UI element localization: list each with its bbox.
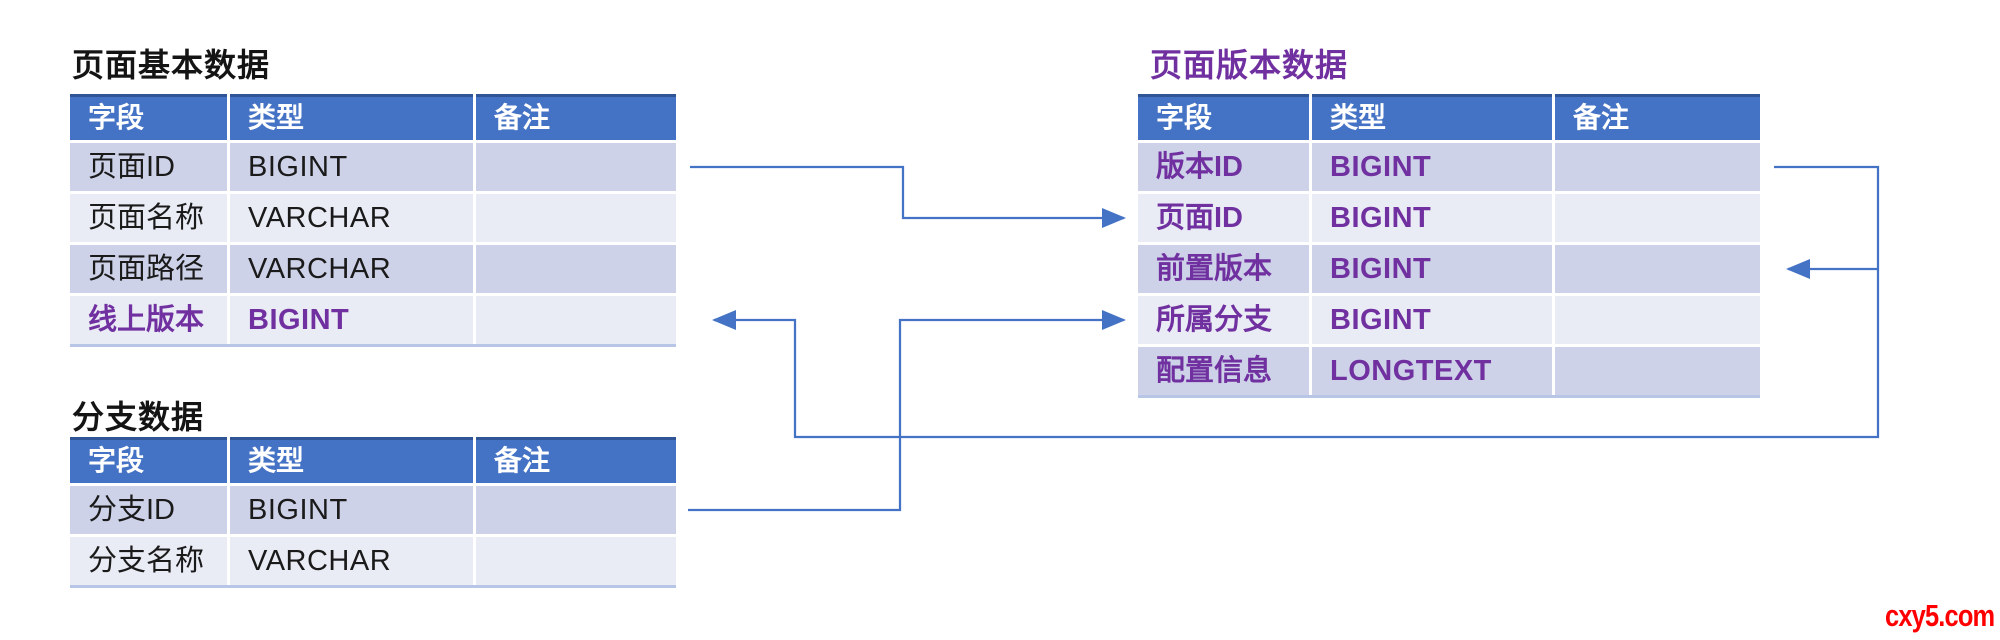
- table-title-page-basic: 页面基本数据: [72, 47, 271, 83]
- note-cell: [476, 194, 676, 242]
- note-cell: [476, 296, 676, 344]
- note-cell: [1555, 296, 1760, 344]
- field-cell: 页面ID: [1138, 194, 1309, 242]
- connector-pageid-to-version-pageid: [690, 165, 1126, 228]
- field-cell: 页面ID: [70, 143, 227, 191]
- note-cell: [476, 537, 676, 585]
- type-cell: BIGINT: [1312, 296, 1552, 344]
- table-header-row: 字段 类型 备注: [70, 437, 676, 483]
- column-header-type: 类型: [1312, 94, 1552, 140]
- table-title-branch: 分支数据: [72, 399, 205, 435]
- column-header-note: 备注: [1555, 94, 1760, 140]
- field-cell: 页面名称: [70, 194, 227, 242]
- note-cell: [476, 245, 676, 293]
- field-cell: 版本ID: [1138, 143, 1309, 191]
- column-header-note: 备注: [476, 437, 676, 483]
- table-header-row: 字段 类型 备注: [70, 94, 676, 140]
- table-row-highlighted: 页面ID BIGINT: [1138, 194, 1760, 242]
- table-row-highlighted: 版本ID BIGINT: [1138, 143, 1760, 191]
- field-cell: 分支ID: [70, 486, 227, 534]
- type-cell: BIGINT: [1312, 143, 1552, 191]
- type-cell: BIGINT: [1312, 245, 1552, 293]
- column-header-field: 字段: [70, 437, 227, 483]
- type-cell: BIGINT: [230, 143, 473, 191]
- note-cell: [476, 486, 676, 534]
- column-header-note: 备注: [476, 94, 676, 140]
- note-cell: [1555, 245, 1760, 293]
- table-row-highlighted: 线上版本 BIGINT: [70, 296, 676, 344]
- table-branch: 字段 类型 备注 分支ID BIGINT 分支名称 VARCHAR: [70, 437, 676, 588]
- note-cell: [1555, 194, 1760, 242]
- site-watermark: cxy5.com: [1884, 598, 1995, 633]
- table-row-highlighted: 配置信息 LONGTEXT: [1138, 347, 1760, 395]
- table-title-page-version: 页面版本数据: [1150, 47, 1349, 83]
- connector-branchid-to-version-branch: [688, 310, 1126, 512]
- column-header-type: 类型: [230, 437, 473, 483]
- field-cell: 页面路径: [70, 245, 227, 293]
- column-header-field: 字段: [1138, 94, 1309, 140]
- column-header-type: 类型: [230, 94, 473, 140]
- table-row: 页面名称 VARCHAR: [70, 194, 676, 242]
- table-row: 页面路径 VARCHAR: [70, 245, 676, 293]
- field-cell: 配置信息: [1138, 347, 1309, 395]
- note-cell: [1555, 347, 1760, 395]
- type-cell: BIGINT: [230, 296, 473, 344]
- table-page-version: 字段 类型 备注 版本ID BIGINT 页面ID BIGINT 前置版本 BI…: [1138, 94, 1760, 398]
- field-cell: 线上版本: [70, 296, 227, 344]
- field-cell: 所属分支: [1138, 296, 1309, 344]
- table-row: 分支名称 VARCHAR: [70, 537, 676, 585]
- type-cell: BIGINT: [1312, 194, 1552, 242]
- column-header-field: 字段: [70, 94, 227, 140]
- field-cell: 前置版本: [1138, 245, 1309, 293]
- type-cell: VARCHAR: [230, 537, 473, 585]
- table-row-highlighted: 所属分支 BIGINT: [1138, 296, 1760, 344]
- table-row-highlighted: 前置版本 BIGINT: [1138, 245, 1760, 293]
- type-cell: BIGINT: [230, 486, 473, 534]
- field-cell: 分支名称: [70, 537, 227, 585]
- type-cell: LONGTEXT: [1312, 347, 1552, 395]
- table-row: 页面ID BIGINT: [70, 143, 676, 191]
- note-cell: [476, 143, 676, 191]
- table-page-basic: 字段 类型 备注 页面ID BIGINT 页面名称 VARCHAR 页面路径 V…: [70, 94, 676, 347]
- type-cell: VARCHAR: [230, 245, 473, 293]
- type-cell: VARCHAR: [230, 194, 473, 242]
- note-cell: [1555, 143, 1760, 191]
- table-header-row: 字段 类型 备注: [1138, 94, 1760, 140]
- table-row: 分支ID BIGINT: [70, 486, 676, 534]
